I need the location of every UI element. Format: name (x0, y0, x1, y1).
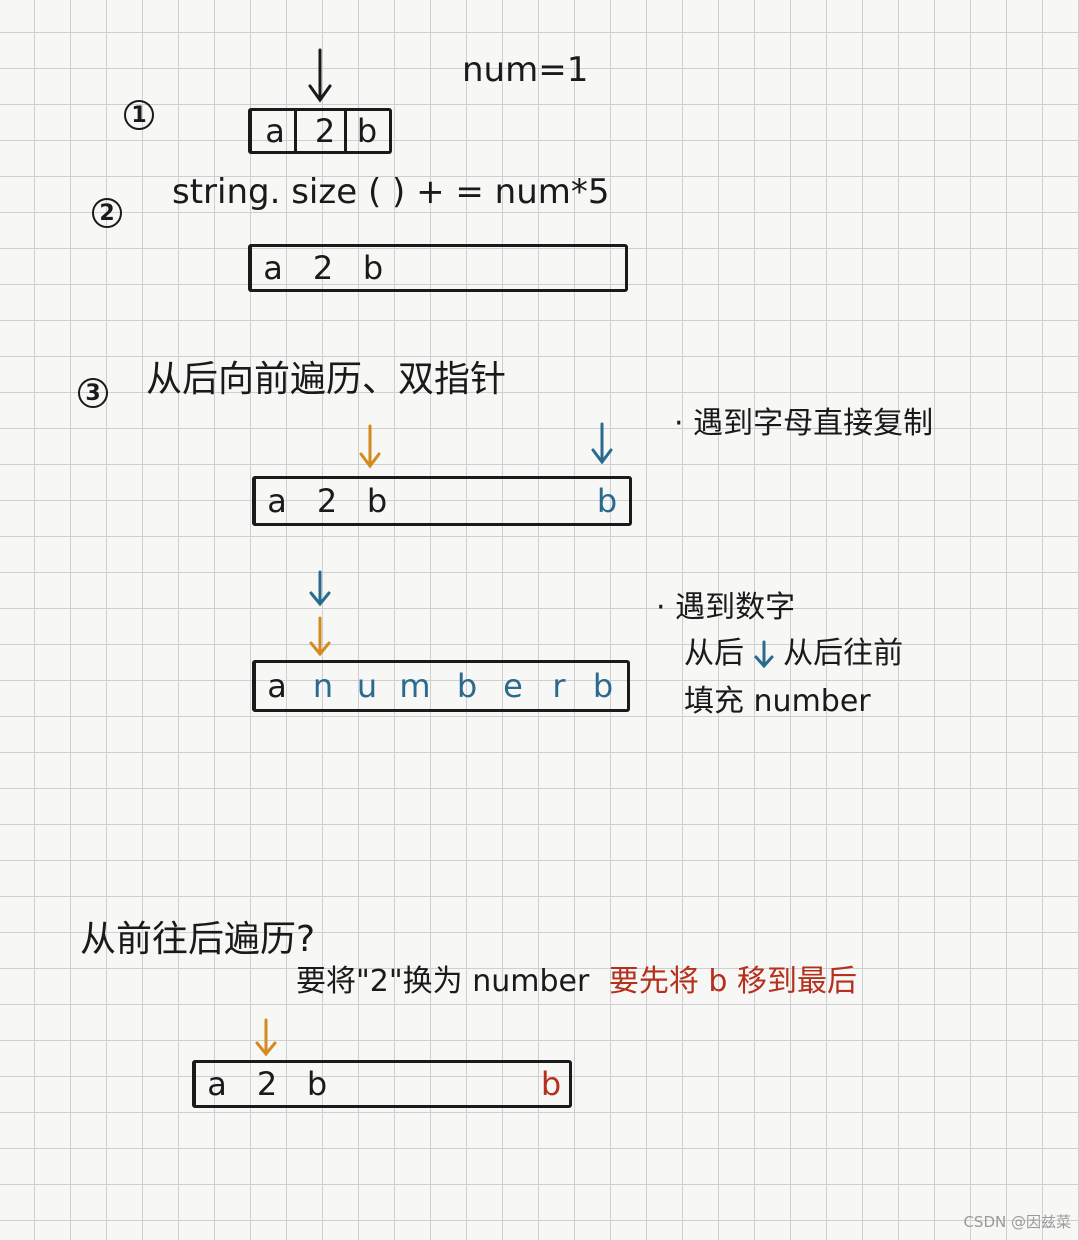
step2-cell: 2 (312, 249, 334, 287)
step3-array-box-2: a n u m b e r b (252, 660, 630, 712)
step1-cell: a (265, 112, 285, 150)
step3-row2-cell-filled: e (503, 667, 523, 705)
step3-note-digit-line2: 从后 从后往前 (684, 636, 904, 671)
step2-number: 2 (92, 198, 122, 228)
down-arrow-icon (754, 640, 774, 668)
forward-array-box: a 2 b b (192, 1060, 572, 1108)
forward-cell: 2 (256, 1065, 278, 1103)
step3-note-digit-title: · 遇到数字 (656, 590, 796, 625)
step3-row2-cell-filled: b (592, 667, 614, 705)
step3-orange-pointer-arrow-2 (309, 616, 331, 657)
step1-cell-divider (344, 108, 347, 154)
step3-row2-cell-filled: n (312, 667, 334, 705)
forward-orange-pointer-arrow (255, 1018, 277, 1057)
forward-subtitle-red: 要先将 b 移到最后 (608, 964, 857, 999)
step3-number: 3 (78, 378, 108, 408)
step1-array-box: a 2 b (248, 108, 392, 154)
step1-number: 1 (124, 100, 154, 130)
watermark: CSDN @因兹菜 (963, 1213, 1071, 1231)
step3-orange-pointer-arrow (359, 424, 381, 469)
step1-num-text: num=1 (462, 50, 589, 90)
step3-row1-cell: b (366, 482, 388, 520)
step3-row2-cell: a (267, 667, 287, 705)
step2-cell: b (362, 249, 384, 287)
step3-row1-cell: a (267, 482, 287, 520)
step2-array-box: a 2 b (248, 244, 628, 292)
step3-array-box-1: a 2 b b (252, 476, 632, 526)
step1-pointer-arrow (308, 48, 332, 103)
step3-blue-pointer-arrow-2 (309, 570, 331, 607)
step1-cell: b (356, 112, 378, 150)
step3-row2-cell-filled: b (456, 667, 478, 705)
forward-heading: 从前往后遍历? (80, 919, 316, 960)
step3-row2-cell-filled: u (356, 667, 378, 705)
forward-cell: a (207, 1065, 227, 1103)
step3-blue-pointer-arrow (591, 422, 613, 465)
step3-row1-cell-copied: b (596, 482, 618, 520)
forward-subtitle: 要将"2"换为 number 要先将 b 移到最后 (296, 964, 857, 999)
forward-cell: b (306, 1065, 328, 1103)
step2-formula: string. size ( ) + = num*5 (172, 172, 610, 212)
step2-cell: a (263, 249, 283, 287)
step3-note-letter: · 遇到字母直接复制 (674, 406, 934, 441)
step1-cell-divider (294, 108, 297, 154)
forward-cell-moved: b (540, 1065, 562, 1103)
step3-heading: 从后向前遍历、双指针 (146, 359, 507, 400)
step3-row2-cell-filled: m (399, 667, 431, 705)
step3-note-digit-line3: 填充 number (684, 684, 871, 719)
step3-row1-cell: 2 (316, 482, 338, 520)
step3-row2-cell-filled: r (552, 667, 566, 705)
step1-cell: 2 (314, 112, 336, 150)
